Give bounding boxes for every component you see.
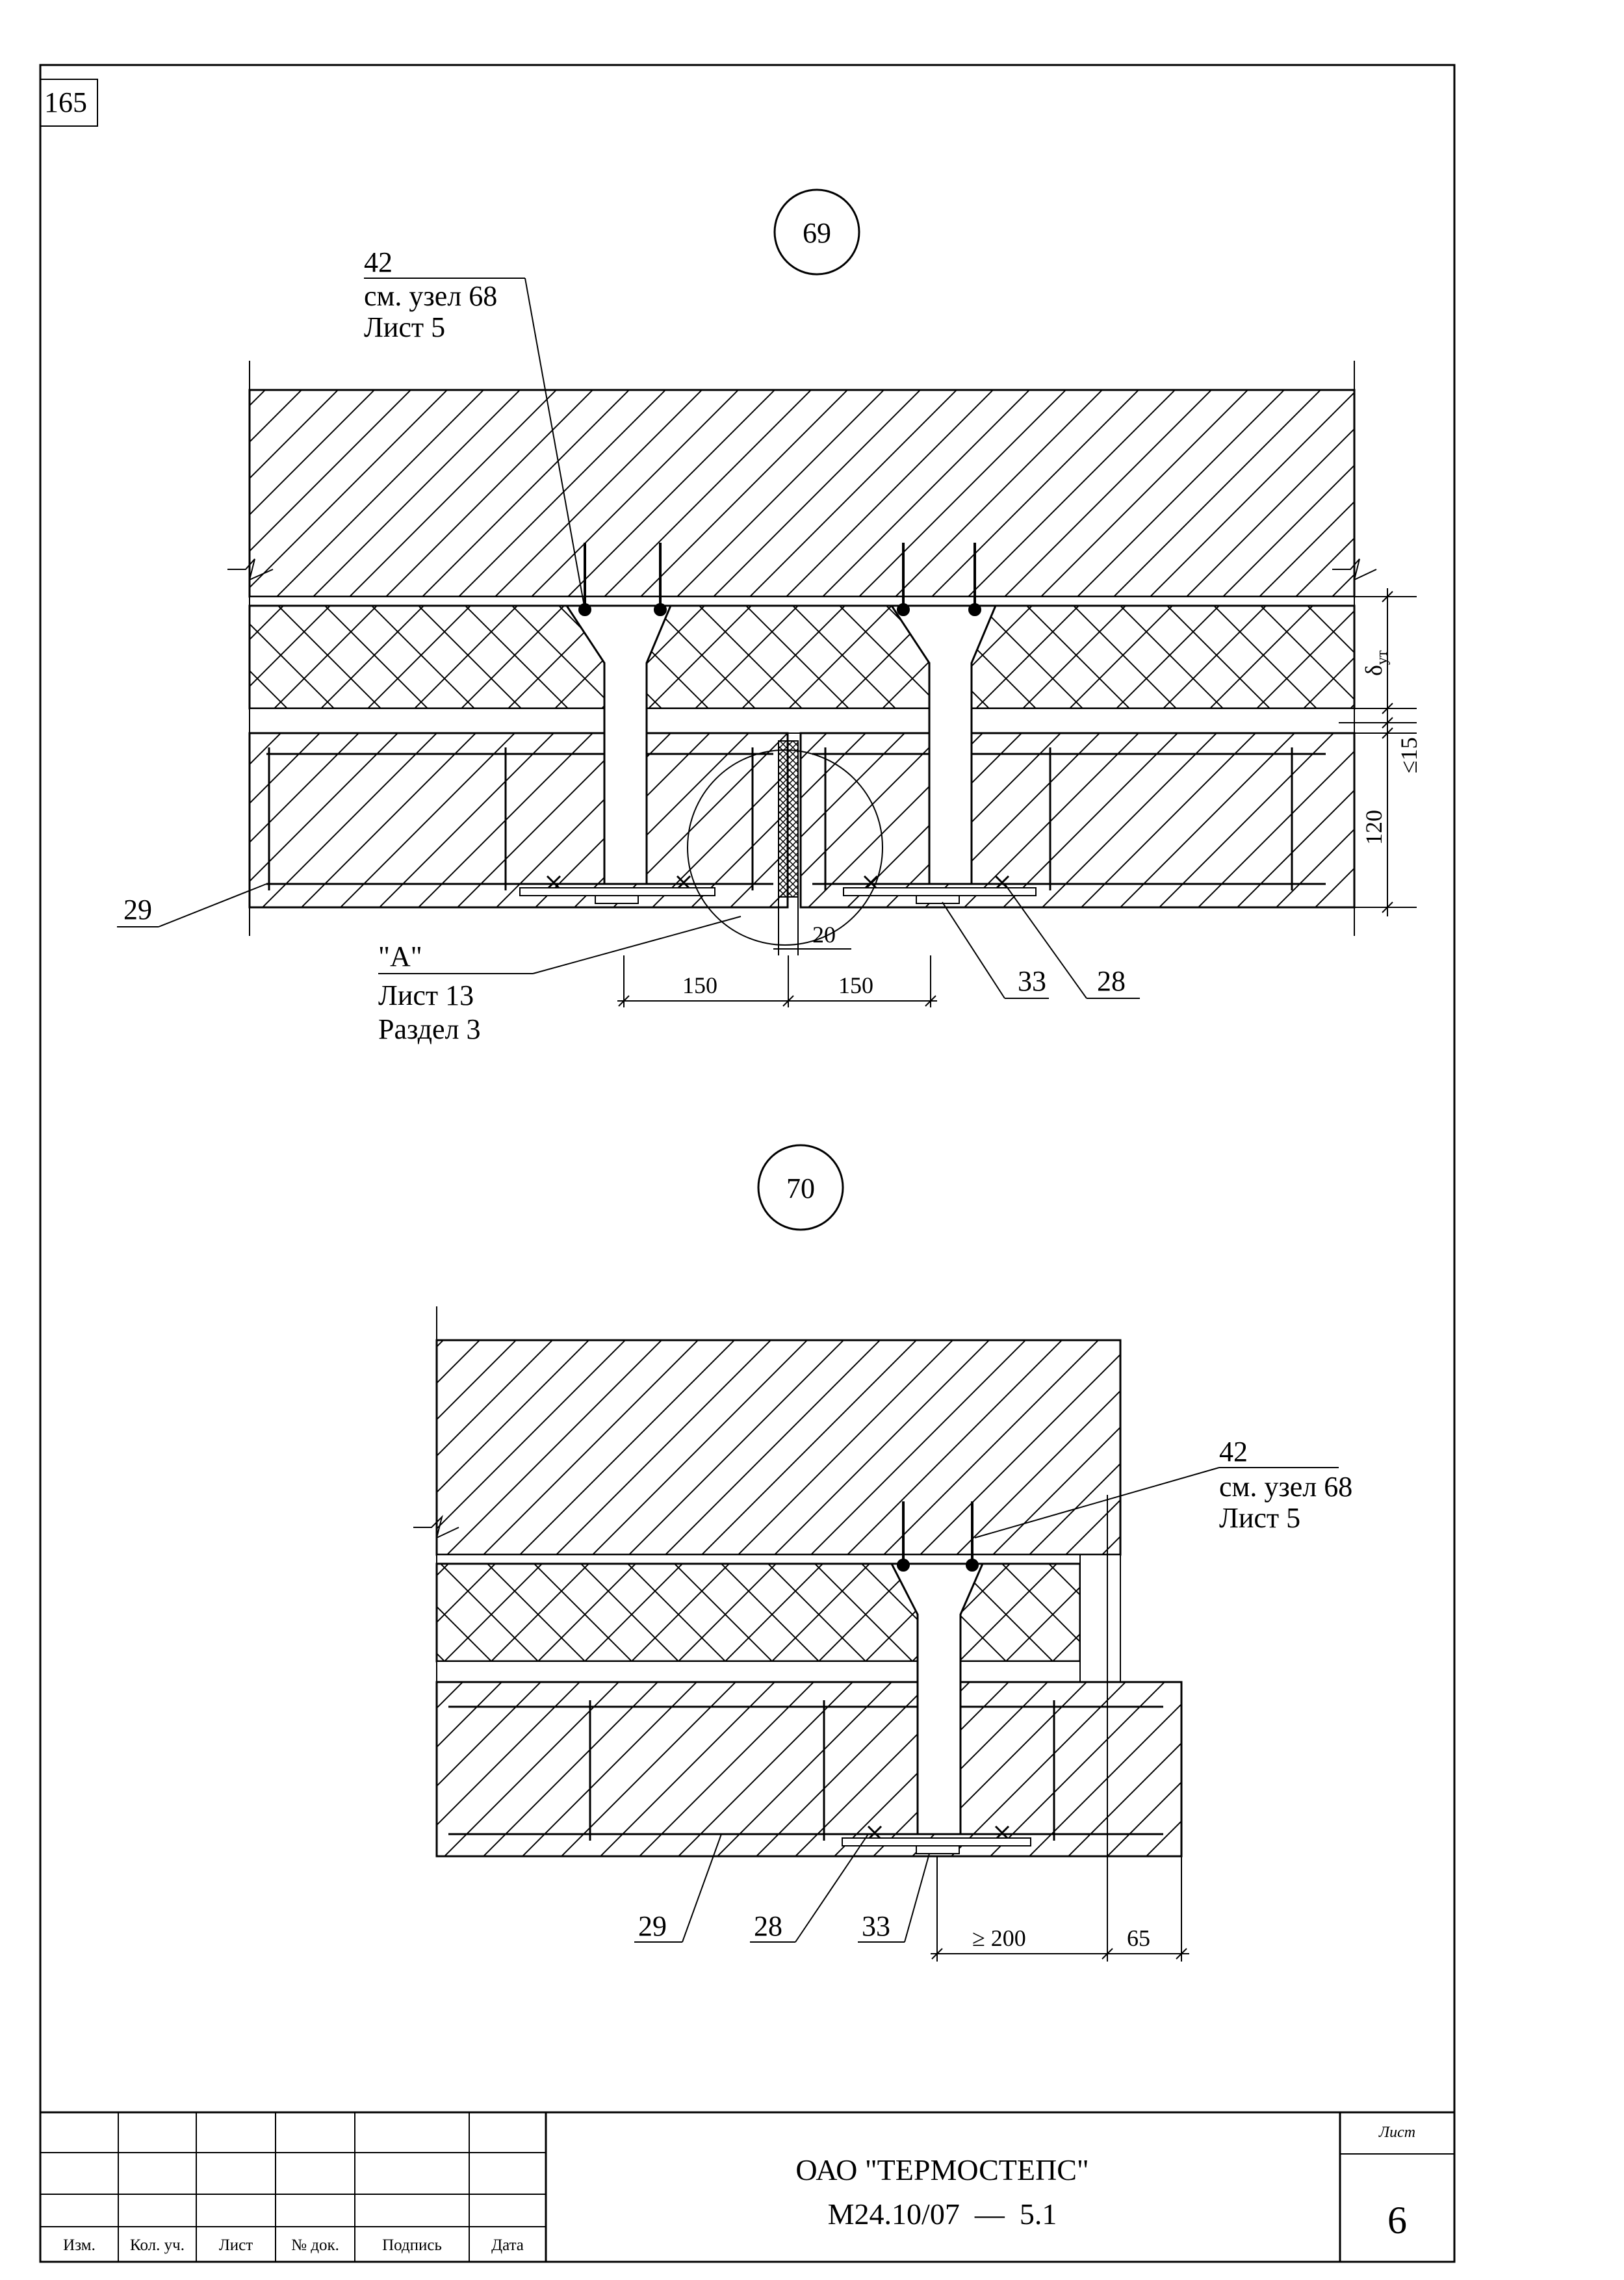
title-block: Изм. Кол. уч. Лист № док. Подпись Дата О… — [39, 2111, 1456, 2263]
node-70-number: 70 — [786, 1172, 815, 1204]
node-69-dim-right — [1339, 588, 1417, 916]
node-69-callout-28: 28 — [1004, 883, 1140, 999]
node-69-dim-150-left: 150 — [682, 972, 717, 998]
node-69-dim-delta: δут — [1361, 650, 1391, 676]
node-69-pos-28: 28 — [1097, 965, 1126, 997]
node-69-dim-150 — [617, 955, 937, 1007]
node-70-marker: 70 — [757, 1144, 844, 1231]
title-doc-code: М24.10/07 — 5.1 — [828, 2197, 1057, 2231]
node-69-slab-left — [248, 732, 789, 909]
node-69-callout-29: 29 — [117, 883, 267, 927]
node-69-callout-42: 42 см. узел 68 Лист 5 — [364, 246, 586, 610]
node-69-anchors — [578, 543, 981, 616]
node-70-pos-33: 33 — [862, 1910, 890, 1942]
node-70-callout-42: 42 см. узел 68 Лист 5 — [974, 1436, 1352, 1538]
node-70-callout-28: 28 — [750, 1833, 869, 1943]
node-69-bracket-right — [890, 604, 998, 885]
node-69-insulation — [248, 604, 1356, 710]
node-69-callout-a-section: Раздел 3 — [378, 1013, 480, 1045]
node-69-bracket-left — [565, 604, 673, 885]
title-col-list: Лист — [219, 2236, 253, 2254]
node-70-bracket — [890, 1562, 985, 1835]
node-70-insulation — [435, 1562, 1081, 1663]
node-69-callout-sheet: Лист 5 — [364, 311, 445, 343]
page-tag: 165 — [40, 79, 98, 127]
node-69-callout-33: 33 — [942, 901, 1049, 999]
node-69-pos-33: 33 — [1018, 965, 1046, 997]
node-69-dim-120: 120 — [1361, 810, 1387, 845]
node-70-pos-42: 42 — [1219, 1436, 1248, 1468]
node-69-dim-15: ≤15 — [1396, 737, 1422, 773]
node-69-detail-a-circle — [687, 749, 883, 946]
node-70-slab — [435, 1681, 1183, 1858]
node-70-anchors — [897, 1501, 979, 1572]
node-70-callout-33: 33 — [858, 1853, 930, 1943]
node-69-pos-42: 42 — [364, 246, 393, 278]
node-70-callout-29: 29 — [634, 1833, 722, 1943]
node-70-callout-sheet: Лист 5 — [1219, 1502, 1300, 1534]
node-70: 70 — [413, 1144, 1352, 1962]
node-69-callout-a-sheet: Лист 13 — [378, 979, 474, 1011]
node-69-callout-ref: см. узел 68 — [364, 280, 497, 312]
title-sheet-number: 6 — [1387, 2199, 1407, 2242]
node-69-joint-sealant — [778, 740, 799, 898]
node-69-callout-a: "A" Лист 13 Раздел 3 — [378, 916, 741, 1045]
node-70-dim-200: ≥ 200 — [972, 1925, 1026, 1951]
node-69-pos-29: 29 — [123, 894, 152, 926]
node-69-dim-20 — [773, 897, 851, 955]
node-70-dim-65: 65 — [1127, 1925, 1150, 1951]
title-col-signature: Подпись — [382, 2236, 442, 2254]
node-70-dim-bottom — [931, 1495, 1189, 1962]
page-tag-text: 165 — [44, 86, 87, 118]
node-69-number: 69 — [803, 217, 831, 249]
node-70-wall — [435, 1339, 1122, 1556]
title-organization: ОАО "ТЕРМОСТЕПС" — [795, 2153, 1089, 2186]
title-sheet-label: Лист — [1378, 2124, 1415, 2141]
title-col-kol-uch: Кол. уч. — [130, 2236, 185, 2254]
node-70-callout-ref: см. узел 68 — [1219, 1471, 1352, 1503]
node-69-dim-20-text: 20 — [812, 922, 836, 948]
node-69-slab-right — [799, 732, 1356, 909]
node-69-wall — [248, 389, 1356, 598]
title-col-doc: № док. — [291, 2236, 339, 2254]
node-70-pos-28: 28 — [754, 1910, 782, 1942]
node-69-dim-150-right: 150 — [838, 972, 873, 998]
node-69-marker: 69 — [773, 188, 860, 276]
node-69-callout-a-mark: "A" — [378, 940, 422, 972]
node-69: 69 — [117, 188, 1422, 1045]
title-col-date: Дата — [491, 2236, 524, 2254]
title-col-izm: Изм. — [63, 2236, 96, 2254]
node-70-pos-29: 29 — [638, 1910, 667, 1942]
